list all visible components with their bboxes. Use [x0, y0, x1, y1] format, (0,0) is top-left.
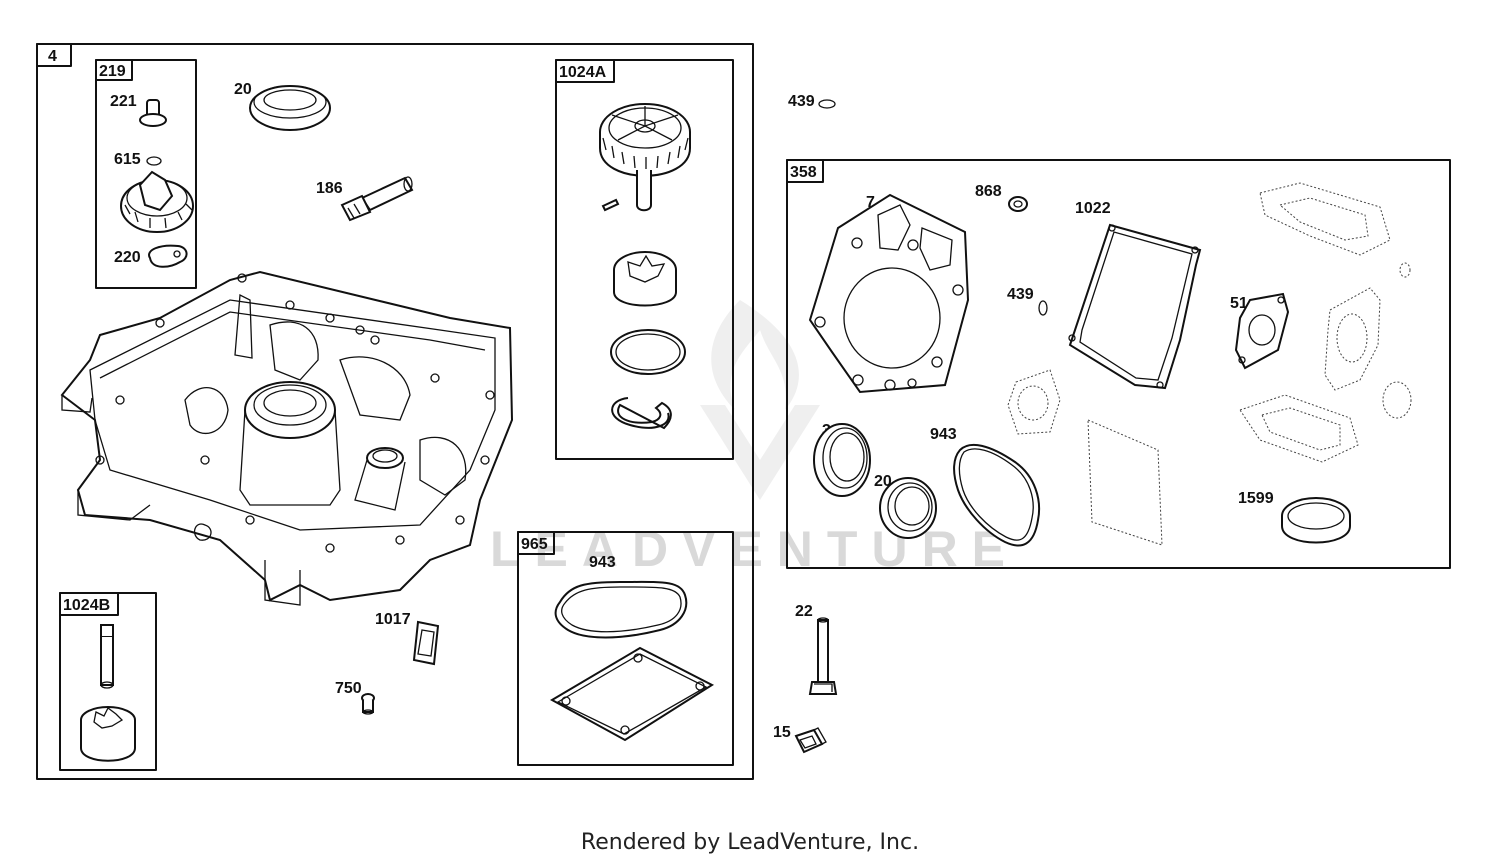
callout-20-kit358: 20	[874, 473, 892, 490]
part-1599-seal	[1281, 497, 1351, 544]
callout-220: 220	[114, 249, 141, 266]
part-358-intake-gasket	[1007, 369, 1061, 435]
part-358-exhaust-gasket-bottom	[1239, 394, 1359, 463]
kit-1024a-tag: 1024A	[559, 64, 607, 81]
main-tag-box	[36, 43, 72, 67]
callout-15: 15	[773, 724, 791, 741]
part-1024a-rotor	[613, 251, 677, 307]
part-965-cover-plate	[549, 646, 715, 742]
callout-615: 615	[114, 151, 141, 168]
callout-1017: 1017	[375, 611, 411, 628]
kit-1024a-tag-box	[555, 59, 615, 83]
part-1024b-pump-shaft	[80, 624, 136, 762]
part-221-pin	[139, 99, 167, 127]
part-governor-gear	[120, 170, 194, 233]
kit-965-frame	[517, 531, 734, 766]
part-358-small-ring	[1399, 262, 1411, 278]
callout-1022: 1022	[1075, 200, 1111, 217]
kit-358-tag-box	[786, 159, 824, 183]
part-750-dowel	[361, 693, 375, 715]
part-439-oring-kit358	[1038, 300, 1048, 316]
part-20-oil-seal-kit358	[879, 477, 937, 539]
main-tag: 4	[48, 48, 57, 65]
part-1024a-clip	[611, 397, 672, 430]
kit-965-tag-box	[517, 531, 555, 555]
part-358-exhaust-gasket-top	[1259, 182, 1391, 256]
main-assembly-frame	[36, 43, 754, 780]
part-358-carb-gasket	[1324, 287, 1381, 391]
kit-358-tag: 358	[790, 164, 817, 181]
callout-7: 7	[866, 194, 875, 211]
part-7-head-gasket	[808, 193, 970, 394]
callout-20-top: 20	[234, 81, 252, 98]
part-1024a-pump-gear	[599, 103, 691, 212]
callout-221: 221	[110, 93, 137, 110]
callout-22: 22	[795, 603, 813, 620]
part-20-oil-seal	[249, 85, 331, 131]
callout-186: 186	[316, 180, 343, 197]
callout-1599: 1599	[1238, 490, 1274, 507]
callout-51: 51	[1230, 295, 1248, 312]
part-1022-gasket	[1068, 223, 1202, 390]
kit-219-frame	[95, 59, 197, 289]
part-22-bolt	[808, 617, 838, 695]
kit-1024a-frame	[555, 59, 734, 460]
kit-1024b-tag: 1024B	[63, 597, 110, 614]
part-358-plate-gasket	[1087, 419, 1163, 546]
part-868-seal	[1008, 196, 1028, 212]
part-1017-screen	[412, 620, 440, 666]
part-51-gasket	[1234, 292, 1290, 370]
part-15-plug	[794, 727, 827, 754]
kit-358-frame	[786, 159, 1451, 569]
part-1024a-ring	[610, 329, 686, 375]
callout-750: 750	[335, 680, 362, 697]
callout-943-kit358: 943	[930, 426, 957, 443]
footer-credit: Rendered by LeadVenture, Inc.	[580, 830, 920, 855]
kit-965-tag: 965	[521, 536, 548, 553]
part-186-fitting	[340, 176, 414, 222]
part-615-ring	[146, 156, 162, 166]
kit-219-tag: 219	[99, 63, 126, 80]
callout-439-kit358: 439	[1007, 286, 1034, 303]
part-943-gasket-kit965	[554, 580, 688, 639]
callout-868: 868	[975, 183, 1002, 200]
kit-1024b-tag-box	[59, 592, 119, 616]
part-439-oring-top	[818, 99, 836, 109]
part-220-clip	[148, 244, 188, 268]
part-sump-cover	[60, 270, 514, 606]
callout-943-kit965: 943	[589, 554, 616, 571]
part-3-oil-seal	[813, 423, 871, 497]
kit-219-tag-box	[95, 59, 133, 81]
callout-439-top: 439	[788, 93, 815, 110]
part-358-oring-large	[1382, 381, 1412, 419]
